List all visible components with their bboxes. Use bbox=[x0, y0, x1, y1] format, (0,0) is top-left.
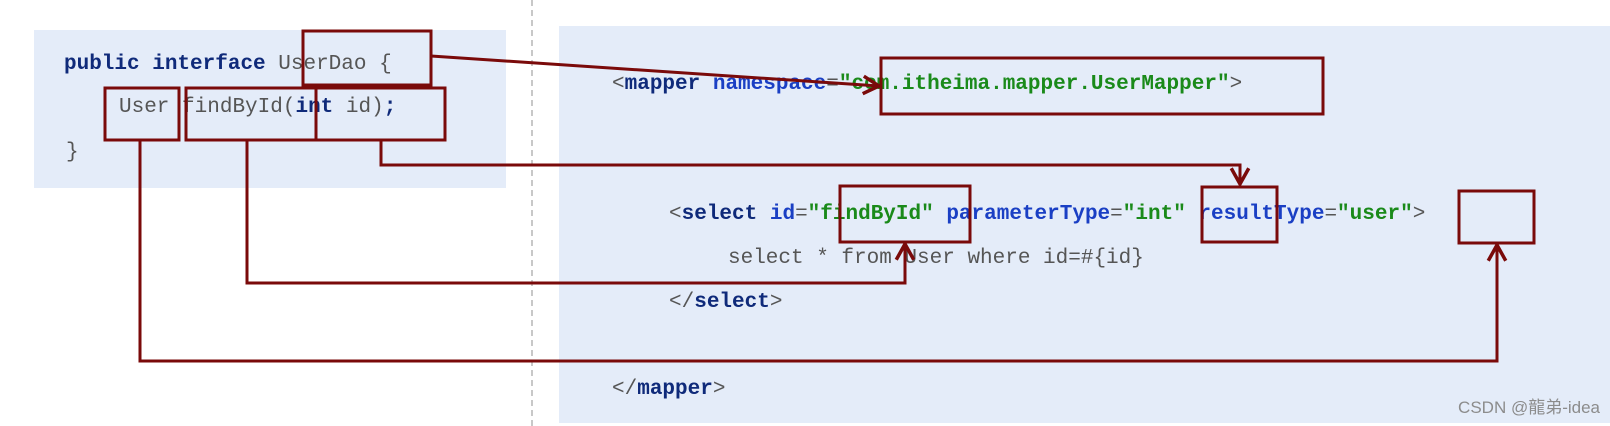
parameter-type-value: int bbox=[1135, 203, 1174, 226]
gt: > bbox=[712, 378, 726, 401]
eq: = bbox=[795, 203, 808, 226]
quote: " bbox=[1122, 203, 1136, 226]
namespace-value: com.itheima.mapper.UserMapper bbox=[851, 73, 1217, 96]
parameter-type-attr: parameterType bbox=[946, 203, 1111, 226]
open-brace: { bbox=[379, 53, 392, 76]
quote: " bbox=[807, 203, 821, 226]
gt: > bbox=[1229, 73, 1243, 96]
xml-sql-statement: select * from User where id=#{id} bbox=[728, 246, 1144, 272]
java-line-1: public interface UserDao { bbox=[64, 52, 392, 78]
xml-mapper-open: <mapper namespace="com.itheima.mapper.Us… bbox=[612, 72, 1242, 98]
paren-open: ( bbox=[282, 96, 296, 119]
sql-text: select * from User where id=#{id} bbox=[728, 247, 1144, 270]
divider bbox=[531, 0, 533, 426]
result-type-value: user bbox=[1349, 203, 1401, 226]
eq: = bbox=[1110, 203, 1123, 226]
quote: " bbox=[921, 203, 934, 226]
namespace-attr: namespace bbox=[712, 73, 827, 96]
quote: " bbox=[1337, 203, 1350, 226]
method-name: findById bbox=[182, 96, 283, 119]
quote: " bbox=[838, 73, 852, 96]
kw-public: public bbox=[64, 53, 140, 76]
quote: " bbox=[1216, 73, 1230, 96]
xml-select-open: <select id="findById" parameterType="int… bbox=[669, 202, 1425, 228]
close-brace: } bbox=[66, 141, 79, 164]
interface-name: UserDao bbox=[278, 53, 367, 76]
kw-interface: interface bbox=[152, 53, 266, 76]
result-type-attr: resultType bbox=[1198, 203, 1325, 226]
lt: </ bbox=[669, 291, 695, 314]
watermark: CSDN @龍弟-idea bbox=[1458, 398, 1600, 417]
xml-select-close: </select> bbox=[669, 290, 782, 316]
eq: = bbox=[1324, 203, 1338, 226]
kw-int: int bbox=[295, 96, 334, 119]
mapper-tag: mapper bbox=[624, 73, 701, 96]
param-name: id) bbox=[333, 96, 384, 119]
quote: " bbox=[1173, 203, 1186, 226]
semicolon: ; bbox=[383, 96, 397, 119]
lt: < bbox=[669, 203, 682, 226]
id-value: findById bbox=[820, 203, 922, 226]
quote: " bbox=[1400, 203, 1413, 226]
gt: > bbox=[769, 291, 783, 314]
java-line-3: } bbox=[66, 140, 79, 166]
select-close-tag: select bbox=[694, 291, 770, 314]
select-tag: select bbox=[681, 203, 758, 226]
eq: = bbox=[826, 73, 839, 96]
gt: > bbox=[1412, 203, 1426, 226]
lt: < bbox=[612, 73, 625, 96]
java-line-2: User findById(int id); bbox=[119, 95, 396, 121]
mapper-close-tag: mapper bbox=[637, 378, 713, 401]
lt: </ bbox=[612, 378, 638, 401]
xml-mapper-close: </mapper> bbox=[612, 377, 725, 403]
id-attr: id bbox=[769, 203, 796, 226]
return-type: User bbox=[119, 96, 170, 119]
